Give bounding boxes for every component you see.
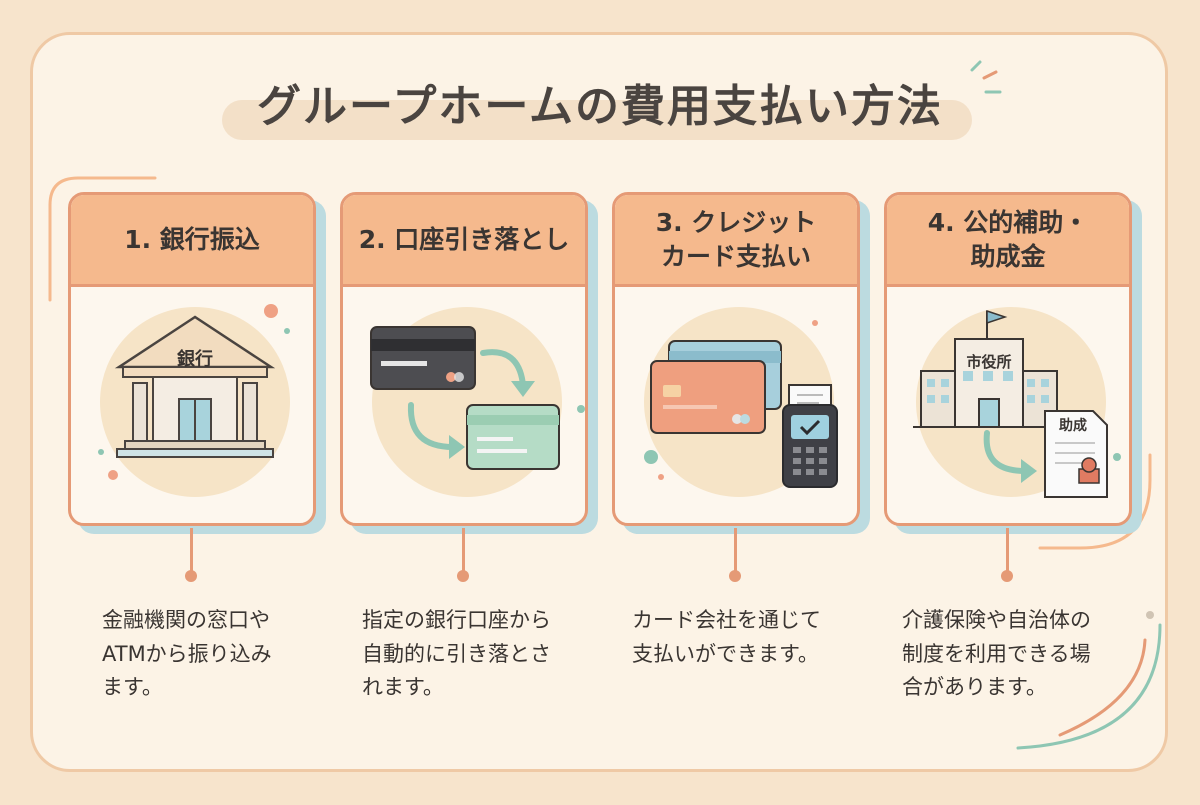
card-title: 2. 口座引き落とし bbox=[358, 224, 570, 254]
title-highlight bbox=[222, 100, 972, 140]
city-hall-label: 市役所 bbox=[966, 353, 1012, 371]
connector-line bbox=[190, 528, 193, 576]
bank-label: 銀行 bbox=[177, 349, 213, 370]
connector-dot bbox=[185, 570, 197, 582]
connector-line bbox=[462, 528, 465, 576]
subsidy-document-label: 助成 bbox=[1059, 418, 1087, 434]
method-card-public-subsidy: 4. 公的補助・ 助成金 bbox=[884, 192, 1132, 526]
card-illustration: 市役所 助成 bbox=[887, 287, 1129, 523]
card-header: 3. クレジット カード支払い bbox=[615, 195, 857, 287]
method-description: 指定の銀行口座から 自動的に引き落とさ れます。 bbox=[362, 608, 551, 700]
method-description: 介護保険や自治体の 制度を利用できる場 合があります。 bbox=[902, 608, 1091, 700]
city-hall-subsidy-icon bbox=[913, 309, 1108, 498]
connector-line bbox=[734, 528, 737, 576]
card-header: 1. 銀行振込 bbox=[71, 195, 313, 287]
card-illustration: 銀行 bbox=[71, 287, 313, 523]
method-description: 金融機関の窓口や ATMから振り込み ます。 bbox=[102, 608, 272, 700]
connector-dot bbox=[1001, 570, 1013, 582]
card-title: 3. クレジット カード支払い bbox=[655, 207, 817, 271]
method-card-bank-transfer: 1. 銀行振込 銀行 bbox=[68, 192, 316, 526]
card-title: 1. 銀行振込 bbox=[124, 224, 260, 254]
page-title: グループホームの費用支払い方法 bbox=[256, 81, 944, 132]
card-illustration bbox=[343, 287, 585, 523]
bank-icon bbox=[114, 315, 276, 458]
card-transfer-icon bbox=[370, 326, 560, 470]
credit-card-terminal-icon bbox=[650, 340, 838, 488]
method-card-credit-card: 3. クレジット カード支払い bbox=[612, 192, 860, 526]
method-card-account-debit: 2. 口座引き落とし bbox=[340, 192, 588, 526]
method-description: カード会社を通じて 支払いができます。 bbox=[632, 608, 821, 666]
card-illustration bbox=[615, 287, 857, 523]
connector-line bbox=[1006, 528, 1009, 576]
connector-dot bbox=[729, 570, 741, 582]
connector-dot bbox=[457, 570, 469, 582]
card-title: 4. 公的補助・ 助成金 bbox=[927, 207, 1089, 271]
card-header: 2. 口座引き落とし bbox=[343, 195, 585, 287]
card-header: 4. 公的補助・ 助成金 bbox=[887, 195, 1129, 287]
